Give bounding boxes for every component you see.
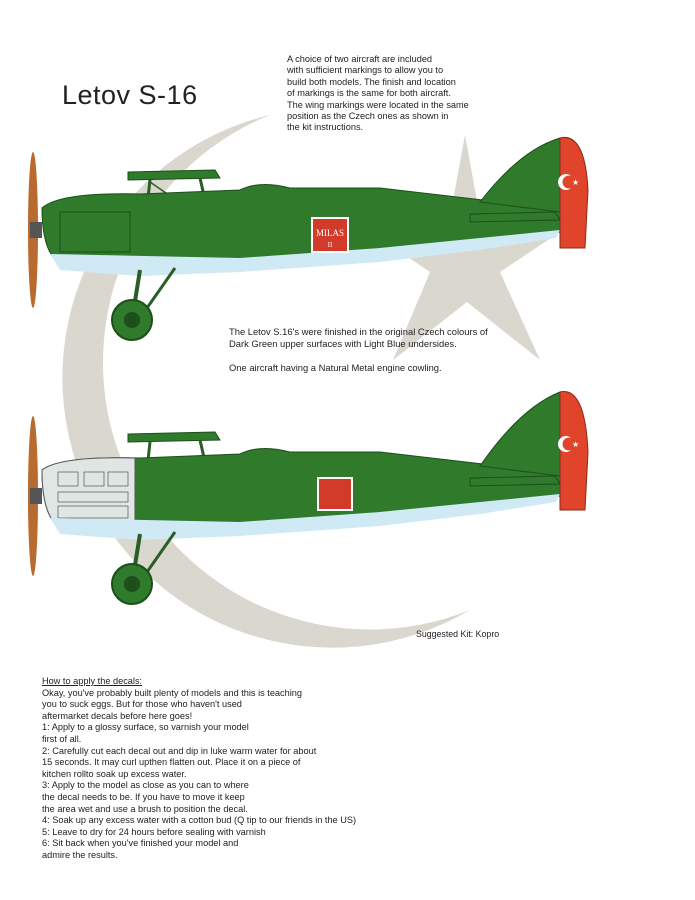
instruction-line: aftermarket decals before here goes! (42, 710, 193, 721)
instruction-line: 2: Carefully cut each decal out and dip … (42, 745, 317, 756)
finish-note-cowling: One aircraft having a Natural Metal engi… (229, 362, 442, 373)
intro-line: the kit instructions. (287, 122, 364, 133)
rudder (559, 136, 589, 249)
intro-paragraph: A choice of two aircraft are included wi… (287, 54, 487, 134)
instruction-line: 1: Apply to a glossy surface, so varnish… (42, 722, 249, 733)
intro-line: position as the Czech ones as shown in (287, 111, 449, 122)
finish-notes: The Letov S.16's were finished in the or… (229, 326, 489, 386)
instructions-heading: How to apply the decals: (42, 676, 143, 686)
instruction-line: the decal needs to be. If you have to mo… (42, 791, 245, 802)
upper-wing (127, 169, 221, 181)
instruction-line: first of all. (42, 733, 82, 744)
metal-cowling (41, 457, 136, 533)
finish-line: The Letov S.16's were finished in the or… (229, 326, 488, 337)
crescent-star-icon: ★ (558, 174, 579, 190)
fuselage-marking-text: MILAS (316, 228, 344, 238)
tail-fin (479, 391, 561, 477)
instruction-line: Okay, you've probably built plenty of mo… (42, 687, 302, 698)
svg-text:★: ★ (572, 440, 579, 449)
fuselage-marking (311, 217, 349, 253)
intro-line: A choice of two aircraft are included (287, 54, 433, 64)
crescent-star-icon: ★ (558, 436, 579, 452)
rudder (559, 391, 589, 511)
underside (50, 494, 560, 540)
intro-line: of markings is the same for both aircraf… (287, 88, 451, 99)
tail-fin (479, 137, 561, 213)
instruction-line: admire the results. (42, 849, 118, 860)
suggested-kit: Suggested Kit: Kopro (416, 629, 500, 639)
finish-line: Dark Green upper surfaces with Light Blu… (229, 338, 457, 349)
aircraft-profile-2: ★ (28, 391, 589, 605)
svg-text:★: ★ (572, 178, 579, 187)
intro-line: The wing markings were located in the sa… (287, 99, 469, 110)
intro-line: build both models. The finish and locati… (287, 76, 456, 87)
instruction-line: 6: Sit back when you've finished your mo… (42, 838, 239, 849)
fuselage-marking (317, 477, 353, 511)
fuselage-marking-sub: II (328, 241, 333, 249)
instruction-line: you to suck eggs. But for those who have… (42, 699, 242, 710)
intro-line: with sufficient markings to allow you to (287, 65, 444, 76)
instruction-line: 5: Leave to dry for 24 hours before seal… (42, 826, 266, 837)
instruction-line: 4: Soak up any excess water with a cotto… (42, 815, 357, 826)
aircraft-profile-1: ★ MILAS II (28, 136, 589, 341)
underside (50, 230, 560, 276)
instruction-line: the area wet and use a brush to position… (42, 803, 248, 814)
instruction-line: 15 seconds. It may curl upthen flatten o… (42, 757, 301, 768)
page-title: Letov S-16 (62, 80, 198, 110)
instruction-line: kitchen rollto soak up excess water. (42, 768, 187, 779)
instruction-line: 3: Apply to the model as close as you ca… (42, 780, 249, 791)
upper-wing (127, 431, 221, 443)
decal-instructions: How to apply the decals: Okay, you've pr… (42, 676, 402, 862)
